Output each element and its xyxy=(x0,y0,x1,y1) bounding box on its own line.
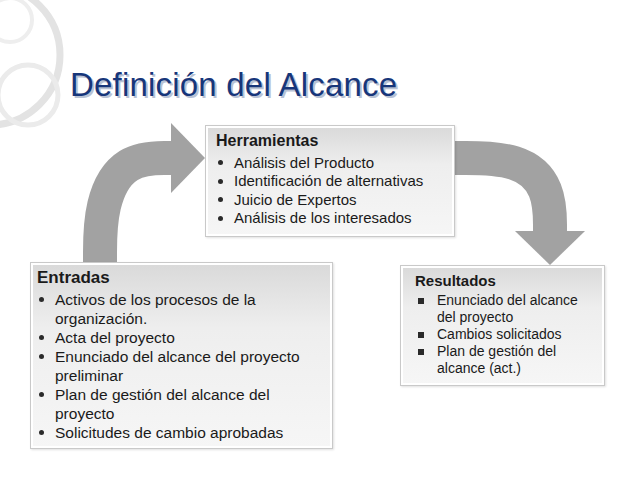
list-item: Identificación de alternativas xyxy=(234,172,423,189)
process-box: HerramientasAnálisis del ProductoIdentif… xyxy=(205,125,455,237)
curved-arrow xyxy=(455,158,585,265)
list-item: Plan de gestión del alcance del proyecto xyxy=(55,386,270,422)
arrow-head xyxy=(171,123,205,193)
square-bullet xyxy=(418,298,424,304)
bullet-dot xyxy=(218,197,223,202)
bullet-dot xyxy=(39,392,44,397)
list-item: Juicio de Expertos xyxy=(234,191,357,208)
process-box: ResultadosEnunciado del alcance del proy… xyxy=(400,265,605,386)
slide-title: Definición del Alcance xyxy=(70,66,397,104)
list-item: Activos de los procesos de la organizaci… xyxy=(55,291,256,327)
arrow-head xyxy=(515,231,585,265)
list-item: Acta del proyecto xyxy=(55,329,175,346)
box-heading: Herramientas xyxy=(216,132,444,151)
list-item: Plan de gestión del alcance (act.) xyxy=(437,343,556,376)
bullet-dot xyxy=(39,430,44,435)
bullet-dot xyxy=(39,297,44,302)
deco-ring xyxy=(0,0,60,125)
list-item: Enunciado del alcance del proyecto preli… xyxy=(55,348,300,384)
bullet-dot xyxy=(218,160,223,165)
bullet-dot xyxy=(39,354,44,359)
box-heading: Entradas xyxy=(37,268,324,287)
list-item: Análisis del Producto xyxy=(234,154,374,171)
list-item: Cambios solicitados xyxy=(437,326,562,342)
deco-ring xyxy=(0,65,58,125)
arrow-body xyxy=(100,158,172,262)
bullet-dot xyxy=(218,179,223,184)
bullet-dot xyxy=(218,216,223,221)
list-item: Análisis de los interesados xyxy=(234,209,412,226)
list-item: Enunciado del alcance del proyecto xyxy=(437,292,578,325)
curved-arrow xyxy=(100,123,205,262)
box-heading: Resultados xyxy=(415,272,596,289)
list-item: Solicitudes de cambio aprobadas xyxy=(55,424,283,441)
square-bullet xyxy=(418,332,424,338)
square-bullet xyxy=(418,349,424,355)
process-box: EntradasActivos de los procesos de la or… xyxy=(30,262,333,449)
bullet-dot xyxy=(39,335,44,340)
deco-ring xyxy=(0,0,32,42)
arrow-body xyxy=(455,158,550,232)
